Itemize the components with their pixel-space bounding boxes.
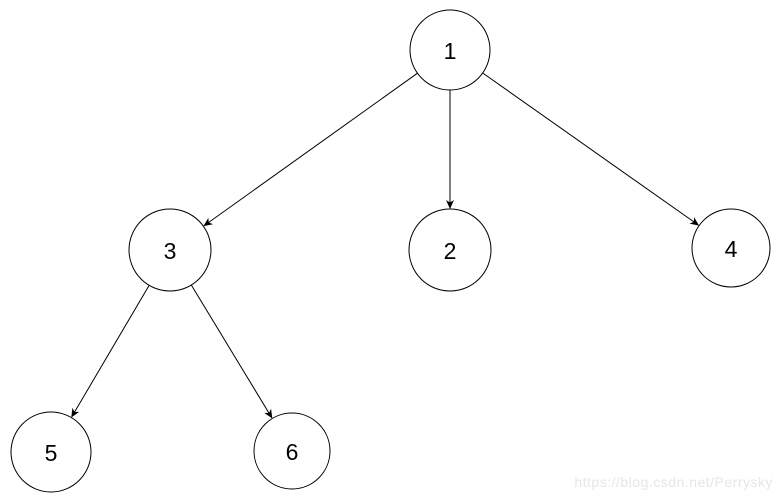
- node-circle-3: [128, 208, 212, 292]
- nodes-layer: 1 3 2 4 5 6: [10, 9, 771, 493]
- node-label-3: 3: [164, 238, 177, 264]
- tree-node-4: 4: [691, 208, 771, 288]
- node-label-4: 4: [725, 236, 738, 262]
- node-label-6: 6: [286, 439, 299, 465]
- edge-3-to-6: [190, 284, 273, 419]
- edge-3-to-5: [71, 285, 150, 418]
- node-circle-2: [408, 208, 492, 292]
- tree-node-5: 5: [10, 411, 92, 493]
- edge-1-to-4: [482, 72, 700, 226]
- tree-node-2: 2: [408, 208, 492, 292]
- node-label-1: 1: [444, 38, 457, 64]
- node-label-5: 5: [45, 440, 58, 466]
- edges-layer: [71, 72, 700, 419]
- node-circle-5: [10, 411, 92, 493]
- tree-node-1: 1: [409, 9, 491, 91]
- tree-node-6: 6: [253, 412, 331, 490]
- node-circle-4: [691, 208, 771, 288]
- node-circle-1: [409, 9, 491, 91]
- node-label-2: 2: [444, 238, 457, 264]
- edge-1-to-3: [203, 72, 418, 227]
- tree-node-3: 3: [128, 208, 212, 292]
- node-circle-6: [253, 412, 331, 490]
